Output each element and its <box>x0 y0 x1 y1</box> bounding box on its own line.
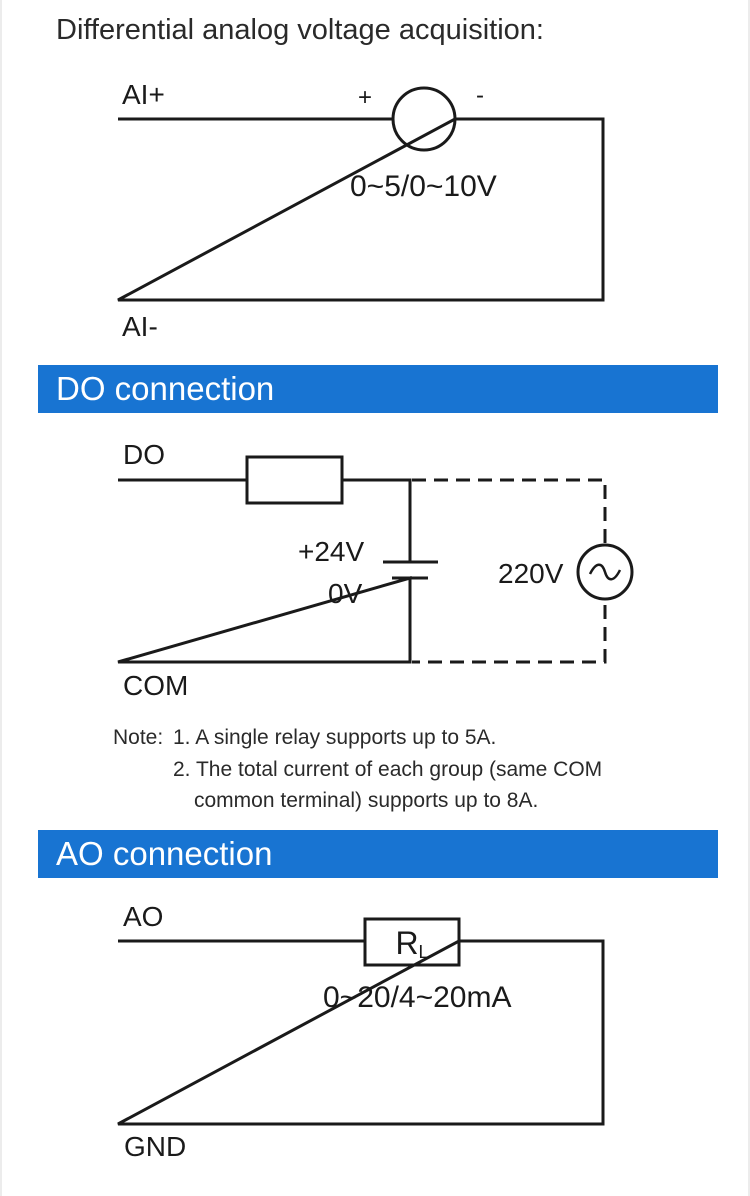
source-plus-sign: + <box>358 84 373 111</box>
relay-coil-symbol <box>245 455 344 505</box>
voltage-source-symbol <box>391 86 457 152</box>
ao-circuit-loop <box>117 939 605 1126</box>
ao-current-range: 0~20/4~20mA <box>323 981 512 1014</box>
ac-voltage-label: 220V <box>498 558 564 589</box>
note-prefix: Note: <box>113 726 164 749</box>
terminal-label-ao: AO <box>123 901 164 932</box>
page-edge-left <box>0 0 2 1196</box>
ai-circuit-loop <box>117 117 605 302</box>
note-line-2: 2. The total current of each group (same… <box>173 758 603 781</box>
do-section-banner: DO connection <box>38 365 718 413</box>
terminal-label-com: COM <box>123 670 189 701</box>
section-title-analog-input: Differential analog voltage acquisition: <box>56 14 544 46</box>
do-circuit-wires <box>117 478 412 664</box>
note-line-1: 1. A single relay supports up to 5A. <box>173 726 497 749</box>
page-edge-right <box>748 0 750 1196</box>
load-resistor-symbol <box>363 917 461 967</box>
note-line-3: common terminal) supports up to 8A. <box>194 789 539 812</box>
load-label-main: R <box>395 925 419 961</box>
do-section-header: DO connection <box>56 370 275 407</box>
terminal-label-gnd: GND <box>124 1131 187 1162</box>
load-label-subscript: L <box>418 942 429 962</box>
load-resistor-label: RL <box>365 920 459 966</box>
dc-zero-label: 0V <box>328 578 363 609</box>
ac-branch-dashed <box>412 478 607 664</box>
source-minus-sign: - <box>476 82 484 109</box>
ac-source-symbol <box>576 543 634 601</box>
terminal-label-do: DO <box>123 439 165 470</box>
terminal-label-ai-minus: AI- <box>122 311 158 342</box>
ao-section-banner: AO connection <box>38 830 718 878</box>
terminal-label-ai-plus: AI+ <box>122 79 165 110</box>
ac-wave-icon <box>588 563 622 581</box>
ai-voltage-range: 0~5/0~10V <box>350 170 497 203</box>
dc-positive-label: +24V <box>298 536 365 567</box>
ao-section-header: AO connection <box>56 835 273 872</box>
